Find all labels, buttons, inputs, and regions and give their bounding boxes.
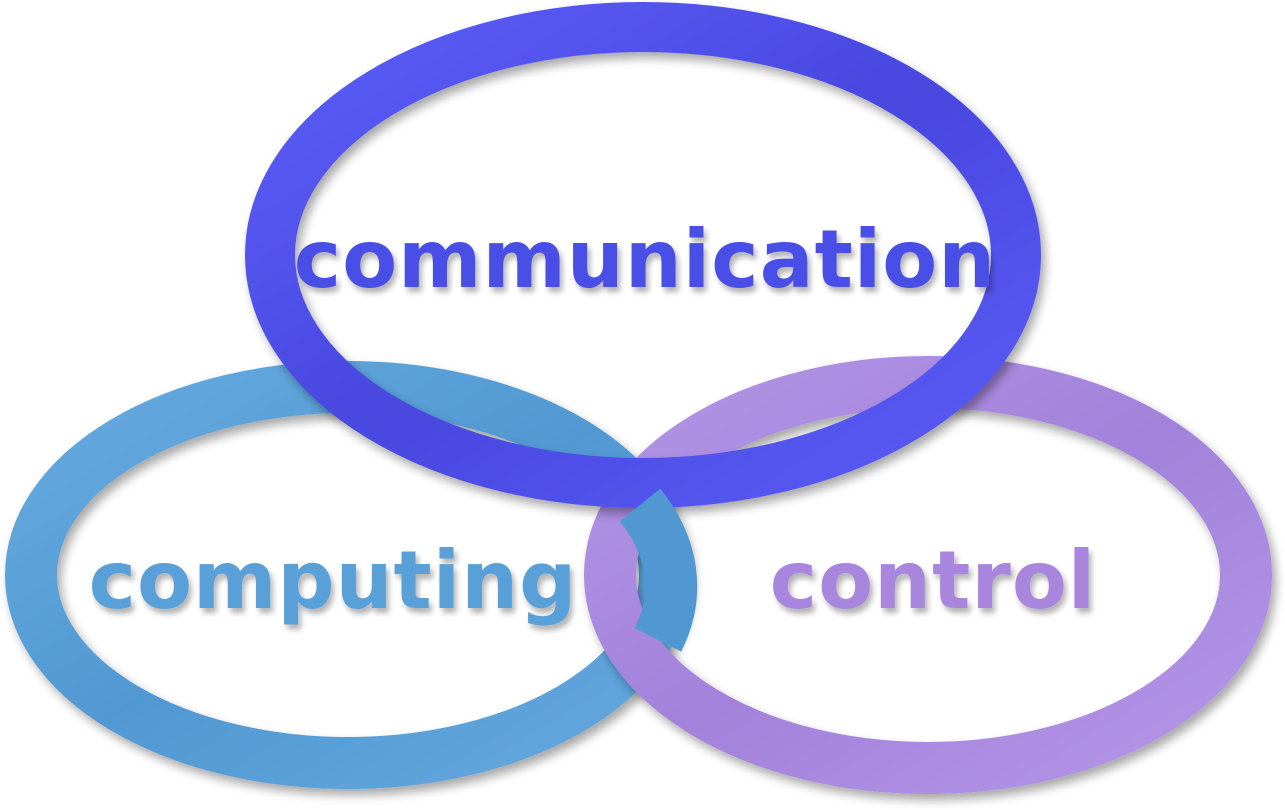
communication-label: communication <box>294 213 996 306</box>
communication-ring <box>245 2 1041 508</box>
computing-label: computing <box>89 534 578 627</box>
control-label: control <box>770 534 1096 627</box>
computing-over-control-arc <box>619 488 698 652</box>
